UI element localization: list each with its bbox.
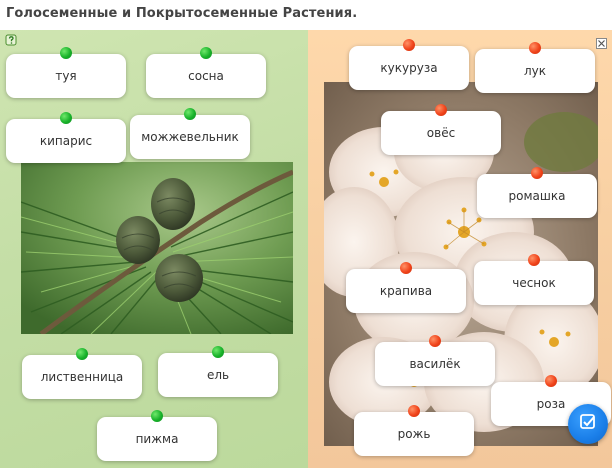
card-label: пижма	[135, 432, 179, 446]
card-gymnosperm-mozhzhevelnik[interactable]: можжевельник	[130, 108, 250, 159]
fullscreen-icon[interactable]	[596, 34, 607, 49]
card-label: чеснок	[512, 276, 556, 290]
pin-icon	[60, 47, 72, 59]
card-gymnosperm-listvennitsa[interactable]: лиственница	[22, 348, 142, 399]
card-angiosperm-krapiva[interactable]: крапива	[346, 262, 466, 313]
pine-branch-photo	[21, 162, 293, 334]
card-angiosperm-rozh[interactable]: рожь	[354, 405, 474, 456]
pin-icon	[429, 335, 441, 347]
pin-icon	[528, 254, 540, 266]
pin-icon	[212, 346, 224, 358]
card-gymnosperm-pizhma[interactable]: пижма	[97, 410, 217, 461]
pin-icon	[529, 42, 541, 54]
card-label: крапива	[379, 284, 433, 298]
card-label: туя	[55, 69, 77, 83]
pin-icon	[403, 39, 415, 51]
card-angiosperm-chesnok[interactable]: чеснок	[474, 254, 594, 305]
pin-icon	[151, 410, 163, 422]
card-label: можжевельник	[141, 130, 239, 144]
pin-icon	[408, 405, 420, 417]
card-angiosperm-luk[interactable]: лук	[475, 42, 595, 93]
card-gymnosperm-kiparis[interactable]: кипарис	[6, 112, 126, 163]
exercise-board: туя сосна кипарис можжевельник лиственни…	[0, 30, 612, 468]
card-angiosperm-vasilek[interactable]: василёк	[375, 335, 495, 386]
card-label: лиственница	[40, 370, 124, 384]
pin-icon	[531, 167, 543, 179]
card-label: овёс	[426, 126, 456, 140]
card-gymnosperm-sosna[interactable]: сосна	[146, 47, 266, 98]
pin-icon	[545, 375, 557, 387]
card-label: василёк	[409, 357, 461, 371]
pin-icon	[200, 47, 212, 59]
card-angiosperm-oves[interactable]: овёс	[381, 104, 501, 155]
card-label: кукуруза	[380, 61, 438, 75]
pin-icon	[60, 112, 72, 124]
pin-icon	[400, 262, 412, 274]
card-angiosperm-kukuruza[interactable]: кукуруза	[349, 39, 469, 90]
page-title: Голосеменные и Покрытосеменные Растения.	[6, 6, 358, 21]
card-gymnosperm-el[interactable]: ель	[158, 346, 278, 397]
check-icon	[578, 412, 598, 436]
help-icon[interactable]	[5, 34, 18, 47]
card-angiosperm-romashka[interactable]: ромашка	[477, 167, 597, 218]
gymnosperm-panel: туя сосна кипарис можжевельник лиственни…	[0, 30, 308, 468]
card-label: сосна	[188, 69, 224, 83]
card-label: лук	[523, 64, 547, 78]
check-answers-button[interactable]	[568, 404, 608, 444]
pin-icon	[184, 108, 196, 120]
pin-icon	[76, 348, 88, 360]
card-label: кипарис	[39, 134, 93, 148]
card-label: ромашка	[508, 189, 566, 203]
card-label: рожь	[397, 427, 431, 441]
pin-icon	[435, 104, 447, 116]
card-label: ель	[206, 368, 230, 382]
card-label: роза	[536, 397, 566, 411]
card-gymnosperm-tuya[interactable]: туя	[6, 47, 126, 98]
